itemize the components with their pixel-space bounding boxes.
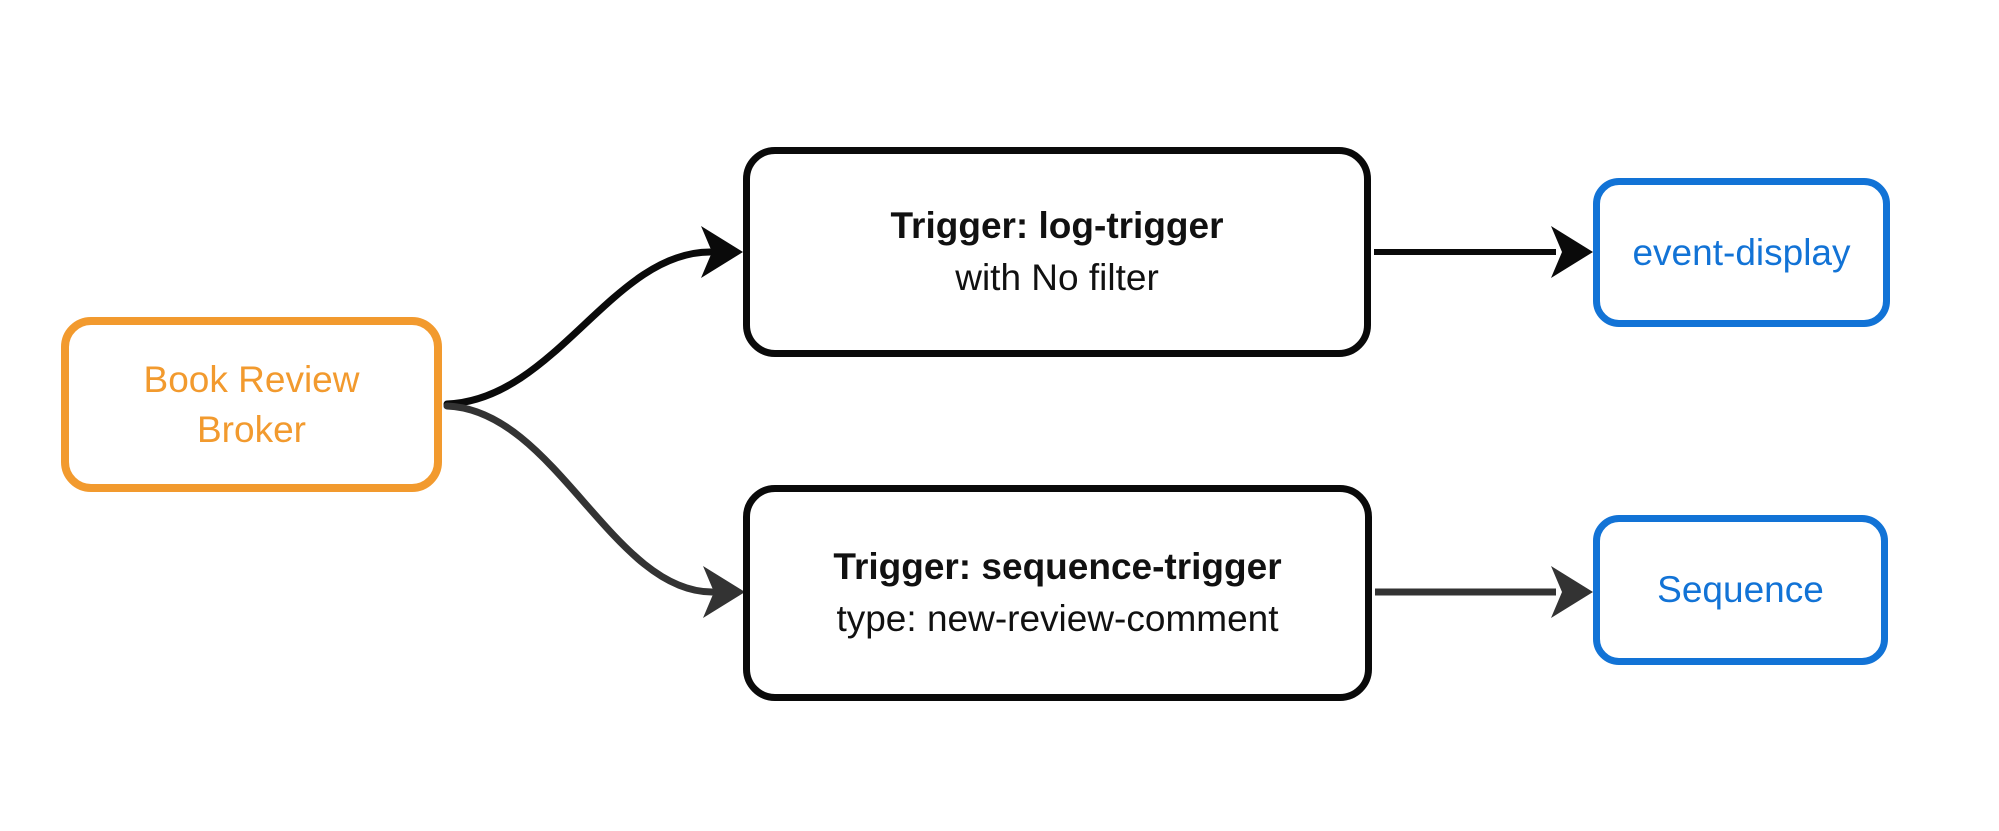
node-event-display: event-display <box>1593 178 1890 327</box>
sequence-trigger-subtitle: type: new-review-comment <box>836 598 1279 639</box>
arrowhead-event-display-icon <box>1551 226 1593 278</box>
sequence-label: Sequence <box>1657 569 1824 610</box>
node-sequence: Sequence <box>1593 515 1888 665</box>
node-sequence-trigger: Trigger: sequence-trigger type: new-revi… <box>743 485 1372 701</box>
arrowhead-log-trigger-icon <box>701 226 743 278</box>
edge-broker-to-log-trigger <box>443 248 714 408</box>
broker-label-line1: Book Review <box>143 358 360 400</box>
log-trigger-subtitle: with No filter <box>955 257 1159 298</box>
arrowhead-sequence-trigger-icon <box>703 566 745 618</box>
sequence-trigger-title: Trigger: sequence-trigger <box>833 546 1282 587</box>
node-book-review-broker: Book Review Broker <box>61 317 442 492</box>
node-log-trigger: Trigger: log-trigger with No filter <box>743 147 1371 357</box>
log-trigger-title: Trigger: log-trigger <box>890 205 1224 246</box>
edge-broker-to-sequence-trigger <box>443 402 716 596</box>
arrowhead-sequence-icon <box>1551 566 1593 618</box>
broker-label-line2: Broker <box>197 408 306 450</box>
event-display-label: event-display <box>1632 231 1851 273</box>
